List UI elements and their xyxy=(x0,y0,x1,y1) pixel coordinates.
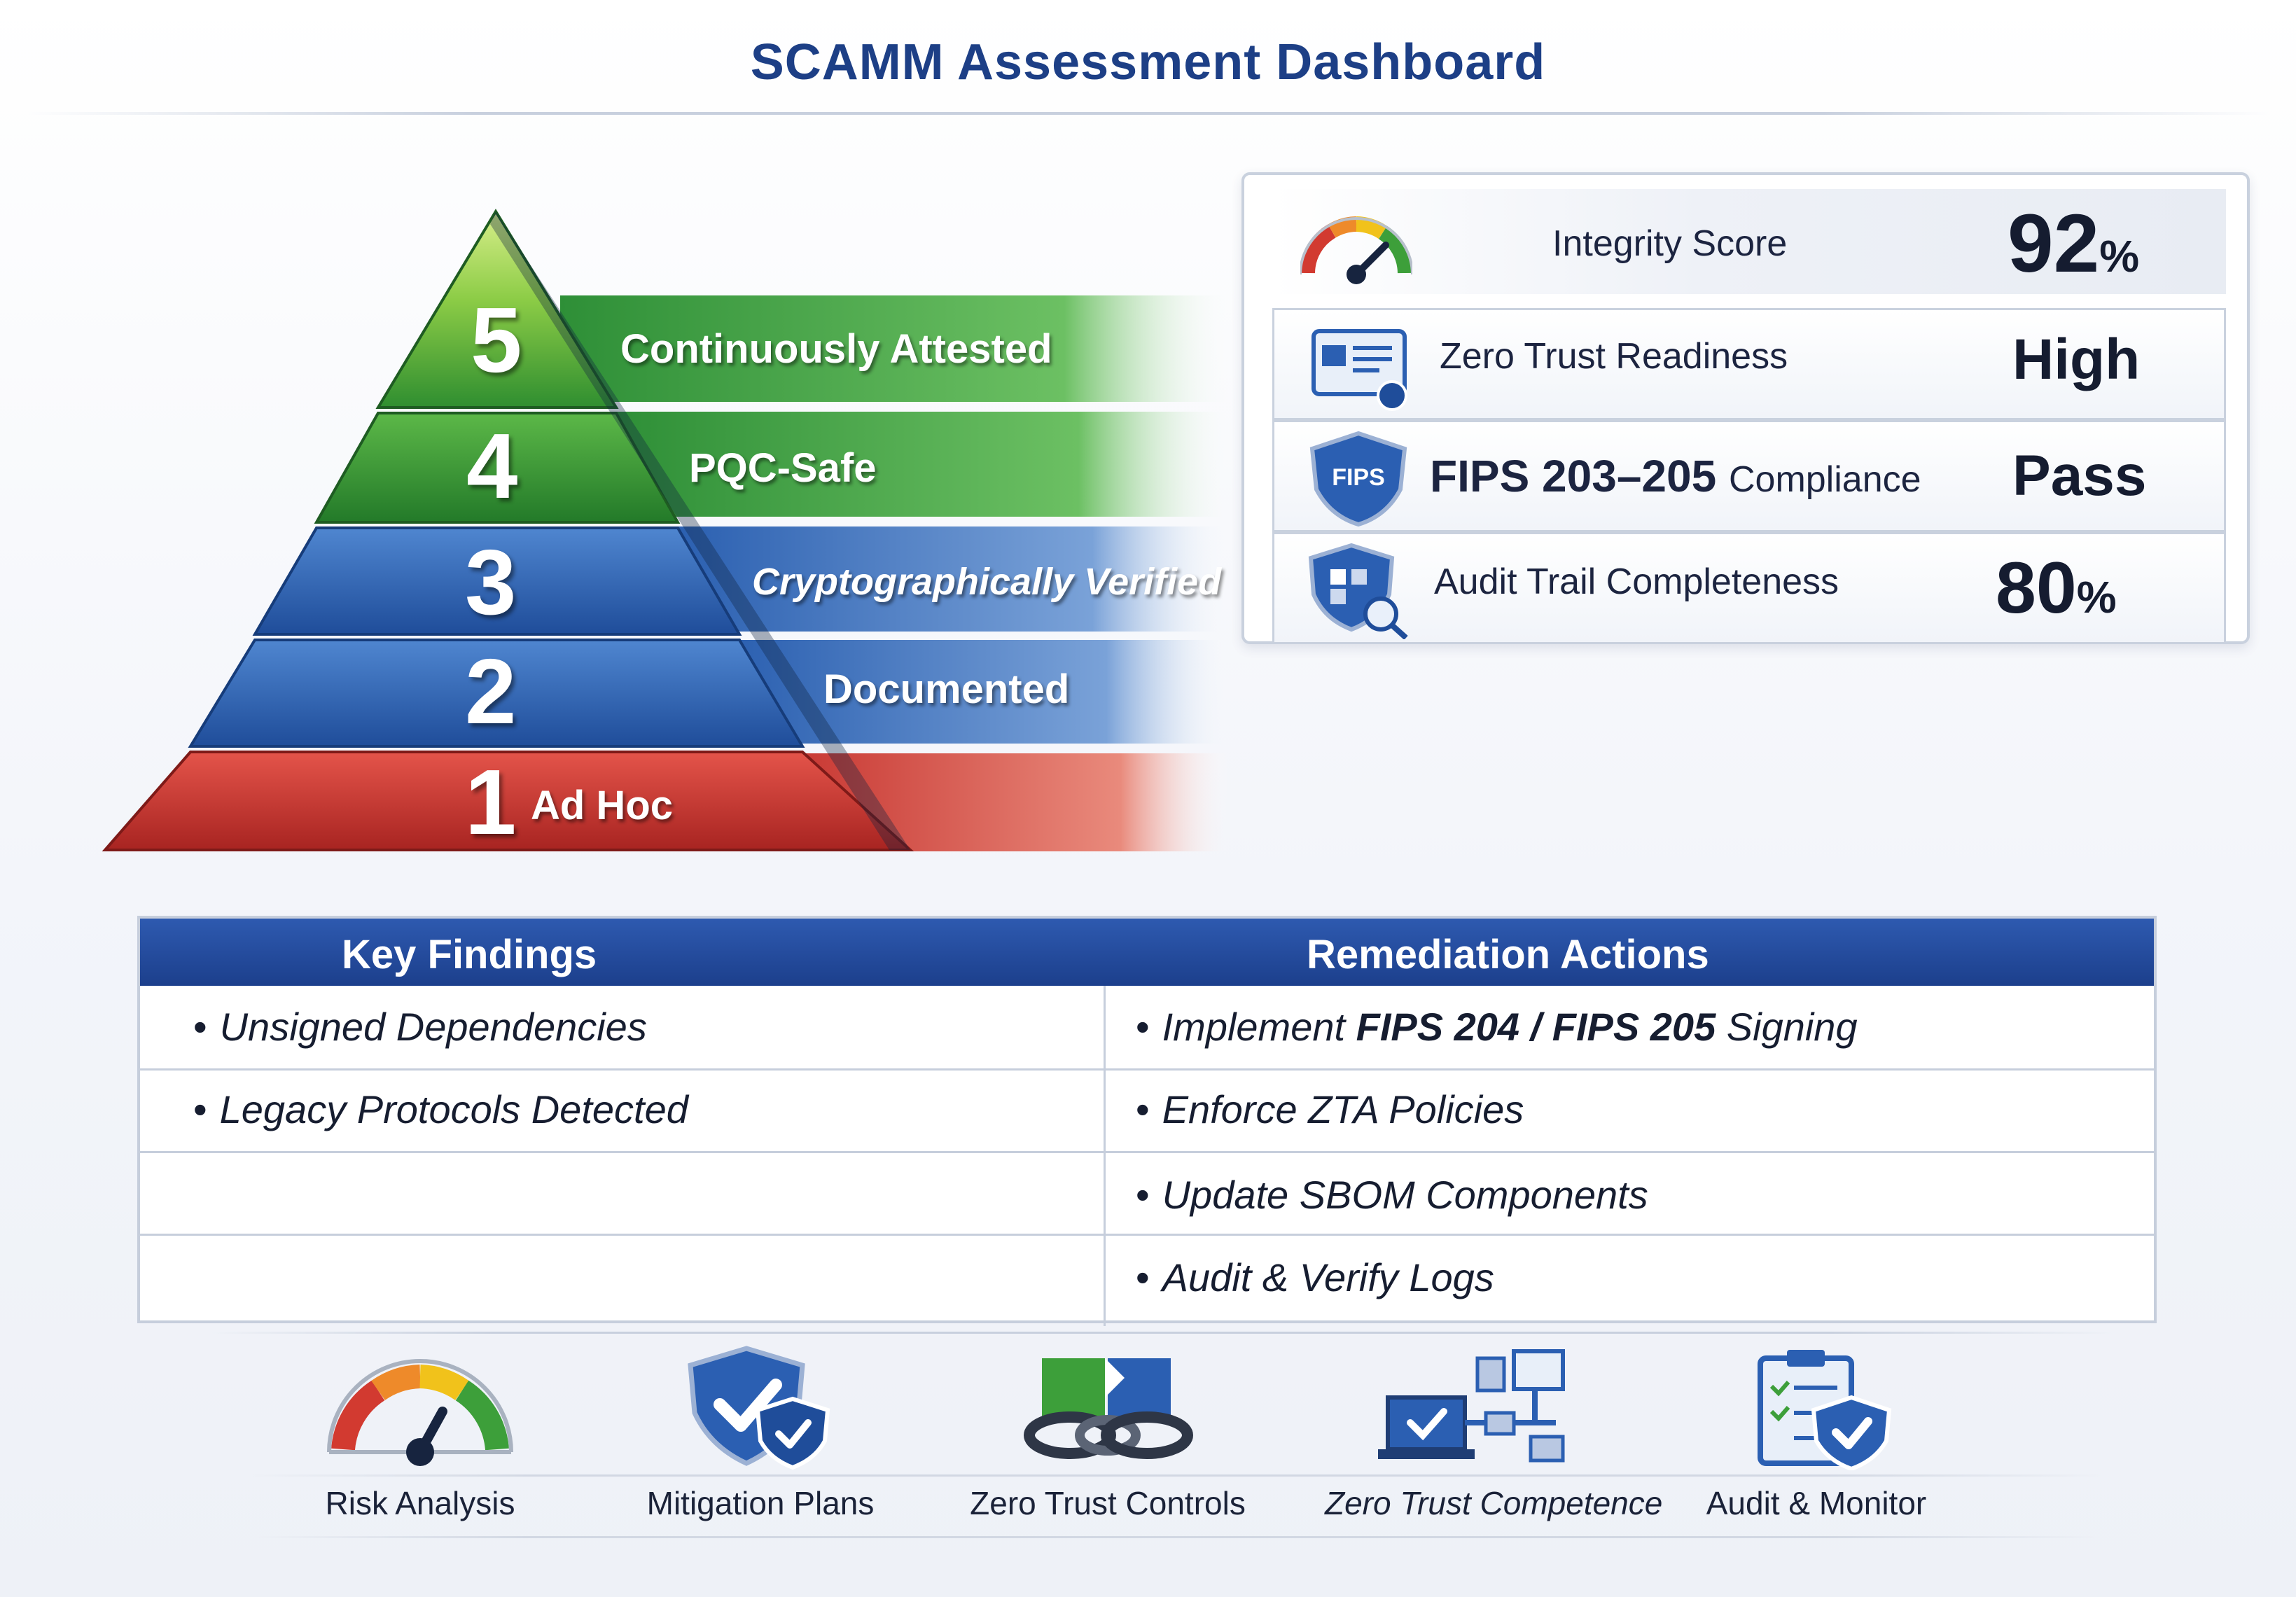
integrity-score-value: 92% xyxy=(2008,197,2140,290)
tier-number-1: 1 xyxy=(465,751,517,853)
gauge-icon xyxy=(1300,216,1412,284)
zero-trust-label: Zero Trust Readiness xyxy=(1440,336,1788,377)
findings-table: Key Findings Remediation Actions •Unsign… xyxy=(137,916,2157,1326)
table-header: Key Findings Remediation Actions xyxy=(140,919,2154,986)
tier-label-4: PQC-Safe xyxy=(689,445,877,491)
finding-item: •Unsigned Dependencies xyxy=(193,1005,647,1049)
tier-number-5: 5 xyxy=(471,288,522,391)
audit-trail-label: Audit Trail Completeness xyxy=(1434,562,1839,602)
tool-risk-analysis[interactable]: Risk Analysis xyxy=(273,1344,567,1526)
remediation-item: •Update SBOM Components xyxy=(1136,1173,1648,1217)
bottom-divider xyxy=(210,1332,2115,1334)
tools-divider xyxy=(252,1474,2101,1477)
table-row xyxy=(140,1234,2154,1323)
audit-trail-value: 80% xyxy=(1996,548,2117,629)
metrics-panel: Integrity Score 92% Zero Trust Readiness… xyxy=(1241,172,2250,644)
tool-zero-trust-competence[interactable]: Zero Trust Competence xyxy=(1325,1344,1663,1526)
tool-label: Mitigation Plans xyxy=(646,1485,875,1521)
metric-audit-trail: Audit Trail Completeness 80% xyxy=(1272,532,2226,644)
certificate-icon xyxy=(1311,329,1407,411)
header-divider xyxy=(28,112,2269,115)
fips-shield-icon: FIPS xyxy=(1309,431,1407,527)
table-row xyxy=(140,1068,2154,1151)
fips-value: Pass xyxy=(2012,444,2147,508)
tier-number-4: 4 xyxy=(466,414,518,517)
remediation-header: Remediation Actions xyxy=(1307,932,1709,977)
key-findings-header: Key Findings xyxy=(342,932,597,977)
tool-mitigation-plans[interactable]: Mitigation Plans xyxy=(613,1344,907,1526)
audit-shield-icon xyxy=(1308,543,1408,639)
pyramid-graphic xyxy=(102,209,1232,851)
remediation-item: •Audit & Verify Logs xyxy=(1136,1255,1494,1299)
metric-zero-trust-readiness: Zero Trust Readiness High xyxy=(1272,308,2226,420)
tool-label: Audit & Monitor xyxy=(1706,1485,1927,1521)
network-computer-icon xyxy=(1378,1349,1565,1463)
chain-link-icon xyxy=(1024,1358,1193,1459)
tier-label-1: Ad Hoc xyxy=(531,783,673,828)
zero-trust-value: High xyxy=(2012,328,2141,391)
column-divider xyxy=(1104,986,1106,1326)
metric-fips-compliance: FIPS FIPS 203–205 Compliance Pass xyxy=(1272,420,2226,532)
tool-zero-trust-controls[interactable]: Zero Trust Controls xyxy=(961,1344,1255,1526)
remediation-item: •Implement FIPS 204 / FIPS 205 Signing xyxy=(1136,1005,1858,1049)
metric-integrity-score: Integrity Score 92% xyxy=(1272,189,2226,294)
maturity-pyramid: 5 Continuously Attested 4 PQC-Safe 3 Cry… xyxy=(0,196,1232,868)
tool-audit-monitor[interactable]: Audit & Monitor xyxy=(1669,1344,1963,1526)
clipboard-shield-icon xyxy=(1758,1350,1892,1470)
integrity-score-label: Integrity Score xyxy=(1552,223,1788,264)
finding-item: •Legacy Protocols Detected xyxy=(193,1087,688,1131)
tier-number-2: 2 xyxy=(465,640,517,743)
tool-label: Risk Analysis xyxy=(325,1485,515,1521)
tier-label-3: Cryptographically Verified xyxy=(752,561,1222,603)
fips-label: FIPS 203–205 Compliance xyxy=(1430,451,1921,501)
fips-badge-text: FIPS xyxy=(1332,464,1385,491)
tools-bottom-divider xyxy=(252,1536,2101,1538)
table-row xyxy=(140,1151,2154,1234)
tier-label-2: Documented xyxy=(823,667,1070,712)
tool-label: Zero Trust Competence xyxy=(1325,1485,1663,1521)
tier-label-5: Continuously Attested xyxy=(620,326,1052,372)
tool-label: Zero Trust Controls xyxy=(970,1485,1246,1521)
tier-number-3: 3 xyxy=(465,531,517,634)
remediation-item: •Enforce ZTA Policies xyxy=(1136,1087,1524,1131)
gauge-icon xyxy=(327,1359,513,1466)
page-title: SCAMM Assessment Dashboard xyxy=(750,34,1546,90)
shield-check-icon xyxy=(688,1346,830,1470)
